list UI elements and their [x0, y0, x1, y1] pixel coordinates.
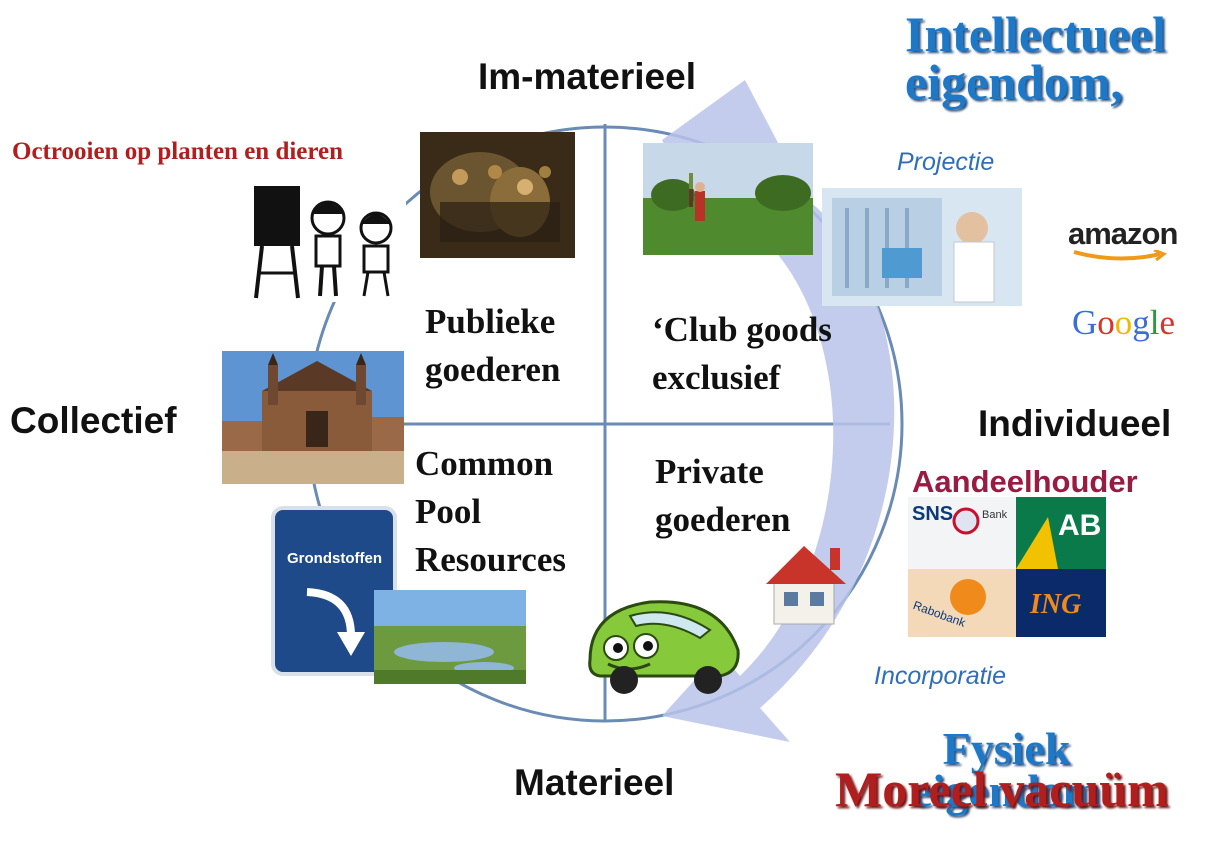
quadrant-line: ‘Club goods [652, 310, 832, 349]
google-logo-letter: l [1149, 303, 1160, 342]
quadrant-line: Common [415, 444, 554, 483]
sign-text: Grondstoffen [287, 550, 382, 567]
painting-image [420, 132, 575, 258]
quadrant-bottom-right: Private goederen [655, 448, 790, 544]
title-line: eigendom [912, 765, 1102, 816]
quadrant-bottom-left: Common Pool Resources [415, 440, 566, 584]
google-logo-letter: G [1072, 303, 1098, 342]
wetland-image [374, 590, 526, 684]
quadrant-line: Resources [415, 540, 566, 579]
octrooien-label: Octrooien op planten en dieren [12, 138, 344, 165]
title-line: eigendom, [905, 54, 1124, 110]
quadrant-line: goederen [655, 500, 791, 539]
quadrant-line: Private [655, 452, 764, 491]
aandeelhouder-label: Aandeelhouder [912, 464, 1138, 499]
quadrant-line: exclusief [652, 358, 781, 397]
quadrant-top-left: Publieke goederen [425, 298, 560, 394]
amazon-smile-icon [1073, 250, 1168, 262]
laboratory-image [822, 188, 1022, 306]
bank-label: Bank [982, 509, 1008, 521]
quadrant-line: Pool [415, 492, 482, 531]
google-logo-letter: o [1114, 303, 1133, 342]
intellectueel-eigendom-title: Intellectueel eigendom, [905, 6, 1167, 110]
axis-label-left: Collectief [10, 400, 177, 441]
google-logo-letter: g [1132, 303, 1150, 342]
quadrant-top-right: ‘Club goods exclusief [652, 306, 832, 402]
moreel-vacuum-title: Moreel vacuüm [835, 761, 1169, 817]
grondstoffen-sign: Grondstoffen [271, 506, 397, 676]
amazon-logo: amazon [1068, 216, 1178, 262]
house-icon [760, 540, 850, 626]
sign-arrow-icon [271, 506, 397, 676]
cartoon-blackboard-image [248, 178, 406, 302]
ab-logo: AB [1058, 509, 1102, 542]
incorporatie-label: Incorporatie [874, 662, 1007, 690]
axis-label-bottom: Materieel [514, 762, 675, 803]
bank-tiles-graphic [908, 497, 1106, 637]
google-logo: Google [1072, 303, 1175, 343]
binnenhof-image [222, 351, 404, 484]
google-logo-letter: e [1159, 303, 1176, 342]
cartoon-car-icon [580, 590, 745, 698]
fysiek-eigendom-title: Fysiek eigendom [912, 723, 1102, 816]
amazon-logo-text: amazon [1068, 216, 1178, 251]
axis-label-right: Individueel [978, 403, 1172, 444]
projectie-label: Projectie [897, 148, 995, 176]
title-line: Fysiek [942, 723, 1071, 774]
quadrant-line: goederen [425, 350, 561, 389]
bank-logos-collage: SNS Bank AB Rabobank ING [908, 497, 1106, 637]
ing-logo: ING [1030, 589, 1082, 620]
sns-logo: SNS [912, 503, 954, 525]
title-line: Intellectueel [905, 6, 1167, 62]
axis-label-top: Im-materieel [478, 56, 696, 97]
quadrant-line: Publieke [425, 302, 556, 341]
google-logo-letter: o [1097, 303, 1115, 342]
golf-course-image [643, 143, 813, 255]
